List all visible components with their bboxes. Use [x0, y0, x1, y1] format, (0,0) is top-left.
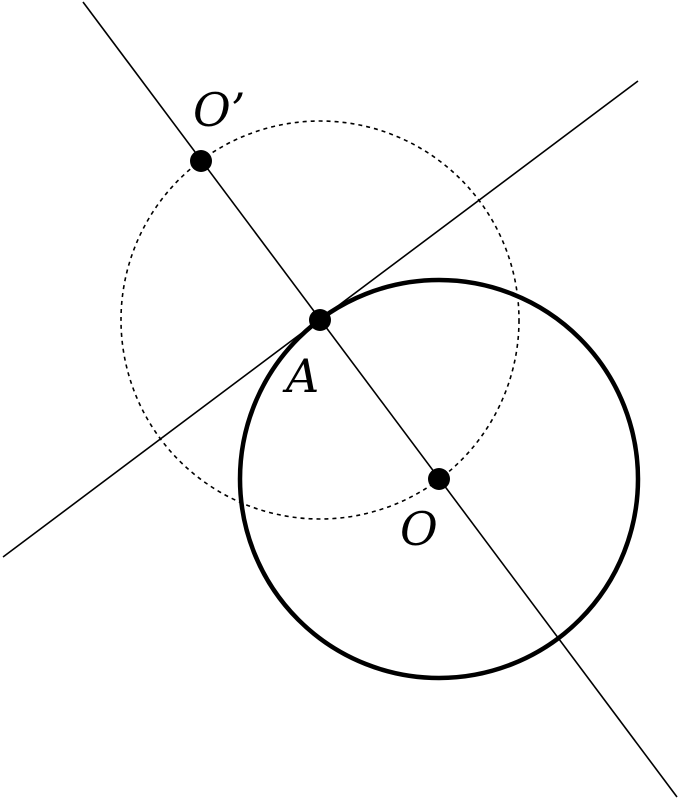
label-o-prime: O’: [193, 83, 245, 137]
center-line: [82, 1, 678, 798]
solid-circle: [237, 277, 641, 681]
point-o: [428, 468, 450, 490]
label-o: O: [400, 502, 438, 556]
point-a: [309, 309, 331, 331]
label-a: A: [282, 349, 319, 403]
dashed-circle: [120, 120, 520, 520]
point-o-prime: [190, 150, 212, 172]
